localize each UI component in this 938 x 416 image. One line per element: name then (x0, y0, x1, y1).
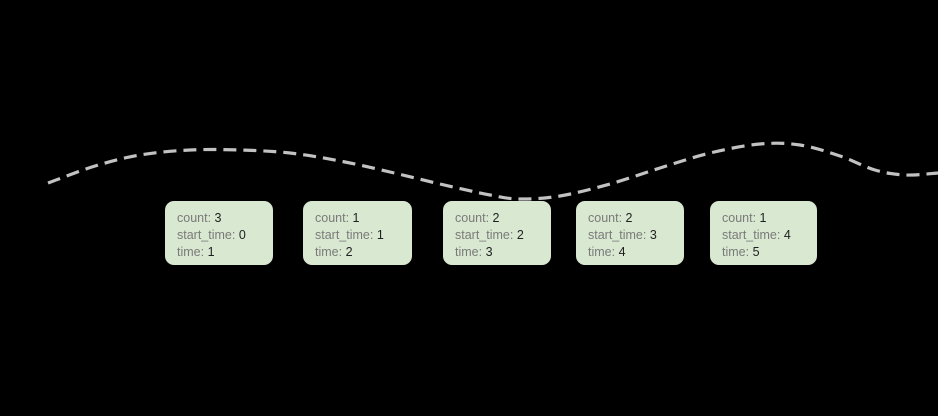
info-row-key: start_time: (177, 228, 236, 242)
info-row-key: start_time: (315, 228, 374, 242)
info-row: time: 3 (455, 244, 540, 261)
info-row-key: time: (315, 245, 343, 259)
info-row-value: 3 (485, 245, 493, 259)
info-row-value: 1 (207, 245, 215, 259)
info-row-key: time: (722, 245, 750, 259)
info-row: start_time: 1 (315, 227, 401, 244)
info-row-value: 2 (345, 245, 353, 259)
info-row-key: start_time: (588, 228, 647, 242)
info-row: time: 1 (177, 244, 262, 261)
info-row-key: count: (455, 211, 490, 225)
info-row-value: 1 (759, 211, 767, 225)
info-row-key: count: (315, 211, 350, 225)
info-row: start_time: 3 (588, 227, 673, 244)
info-row-value: 0 (238, 228, 246, 242)
info-row-value: 1 (376, 228, 384, 242)
info-row-key: time: (455, 245, 483, 259)
info-row-key: count: (588, 211, 623, 225)
info-row-value: 4 (618, 245, 626, 259)
info-row-key: time: (588, 245, 616, 259)
info-row-key: time: (177, 245, 205, 259)
info-row-value: 3 (649, 228, 657, 242)
info-row: start_time: 2 (455, 227, 540, 244)
info-row-key: start_time: (455, 228, 514, 242)
info-row: count: 1 (315, 210, 401, 227)
info-row: time: 2 (315, 244, 401, 261)
info-row-value: 1 (352, 211, 360, 225)
info-row-value: 2 (516, 228, 524, 242)
info-row-value: 2 (625, 211, 633, 225)
info-row-value: 4 (783, 228, 791, 242)
info-row-value: 3 (214, 211, 222, 225)
info-row: count: 3 (177, 210, 262, 227)
info-row: start_time: 4 (722, 227, 806, 244)
info-row: start_time: 0 (177, 227, 262, 244)
info-row: count: 2 (455, 210, 540, 227)
info-row: time: 4 (588, 244, 673, 261)
info-row-value: 5 (752, 245, 760, 259)
info-row-key: start_time: (722, 228, 781, 242)
info-row-key: count: (177, 211, 212, 225)
info-row-value: 2 (492, 211, 500, 225)
curve-path (47, 141, 938, 201)
info-row-key: count: (722, 211, 757, 225)
info-row: time: 5 (722, 244, 806, 261)
info-row: count: 2 (588, 210, 673, 227)
info-row: count: 1 (722, 210, 806, 227)
